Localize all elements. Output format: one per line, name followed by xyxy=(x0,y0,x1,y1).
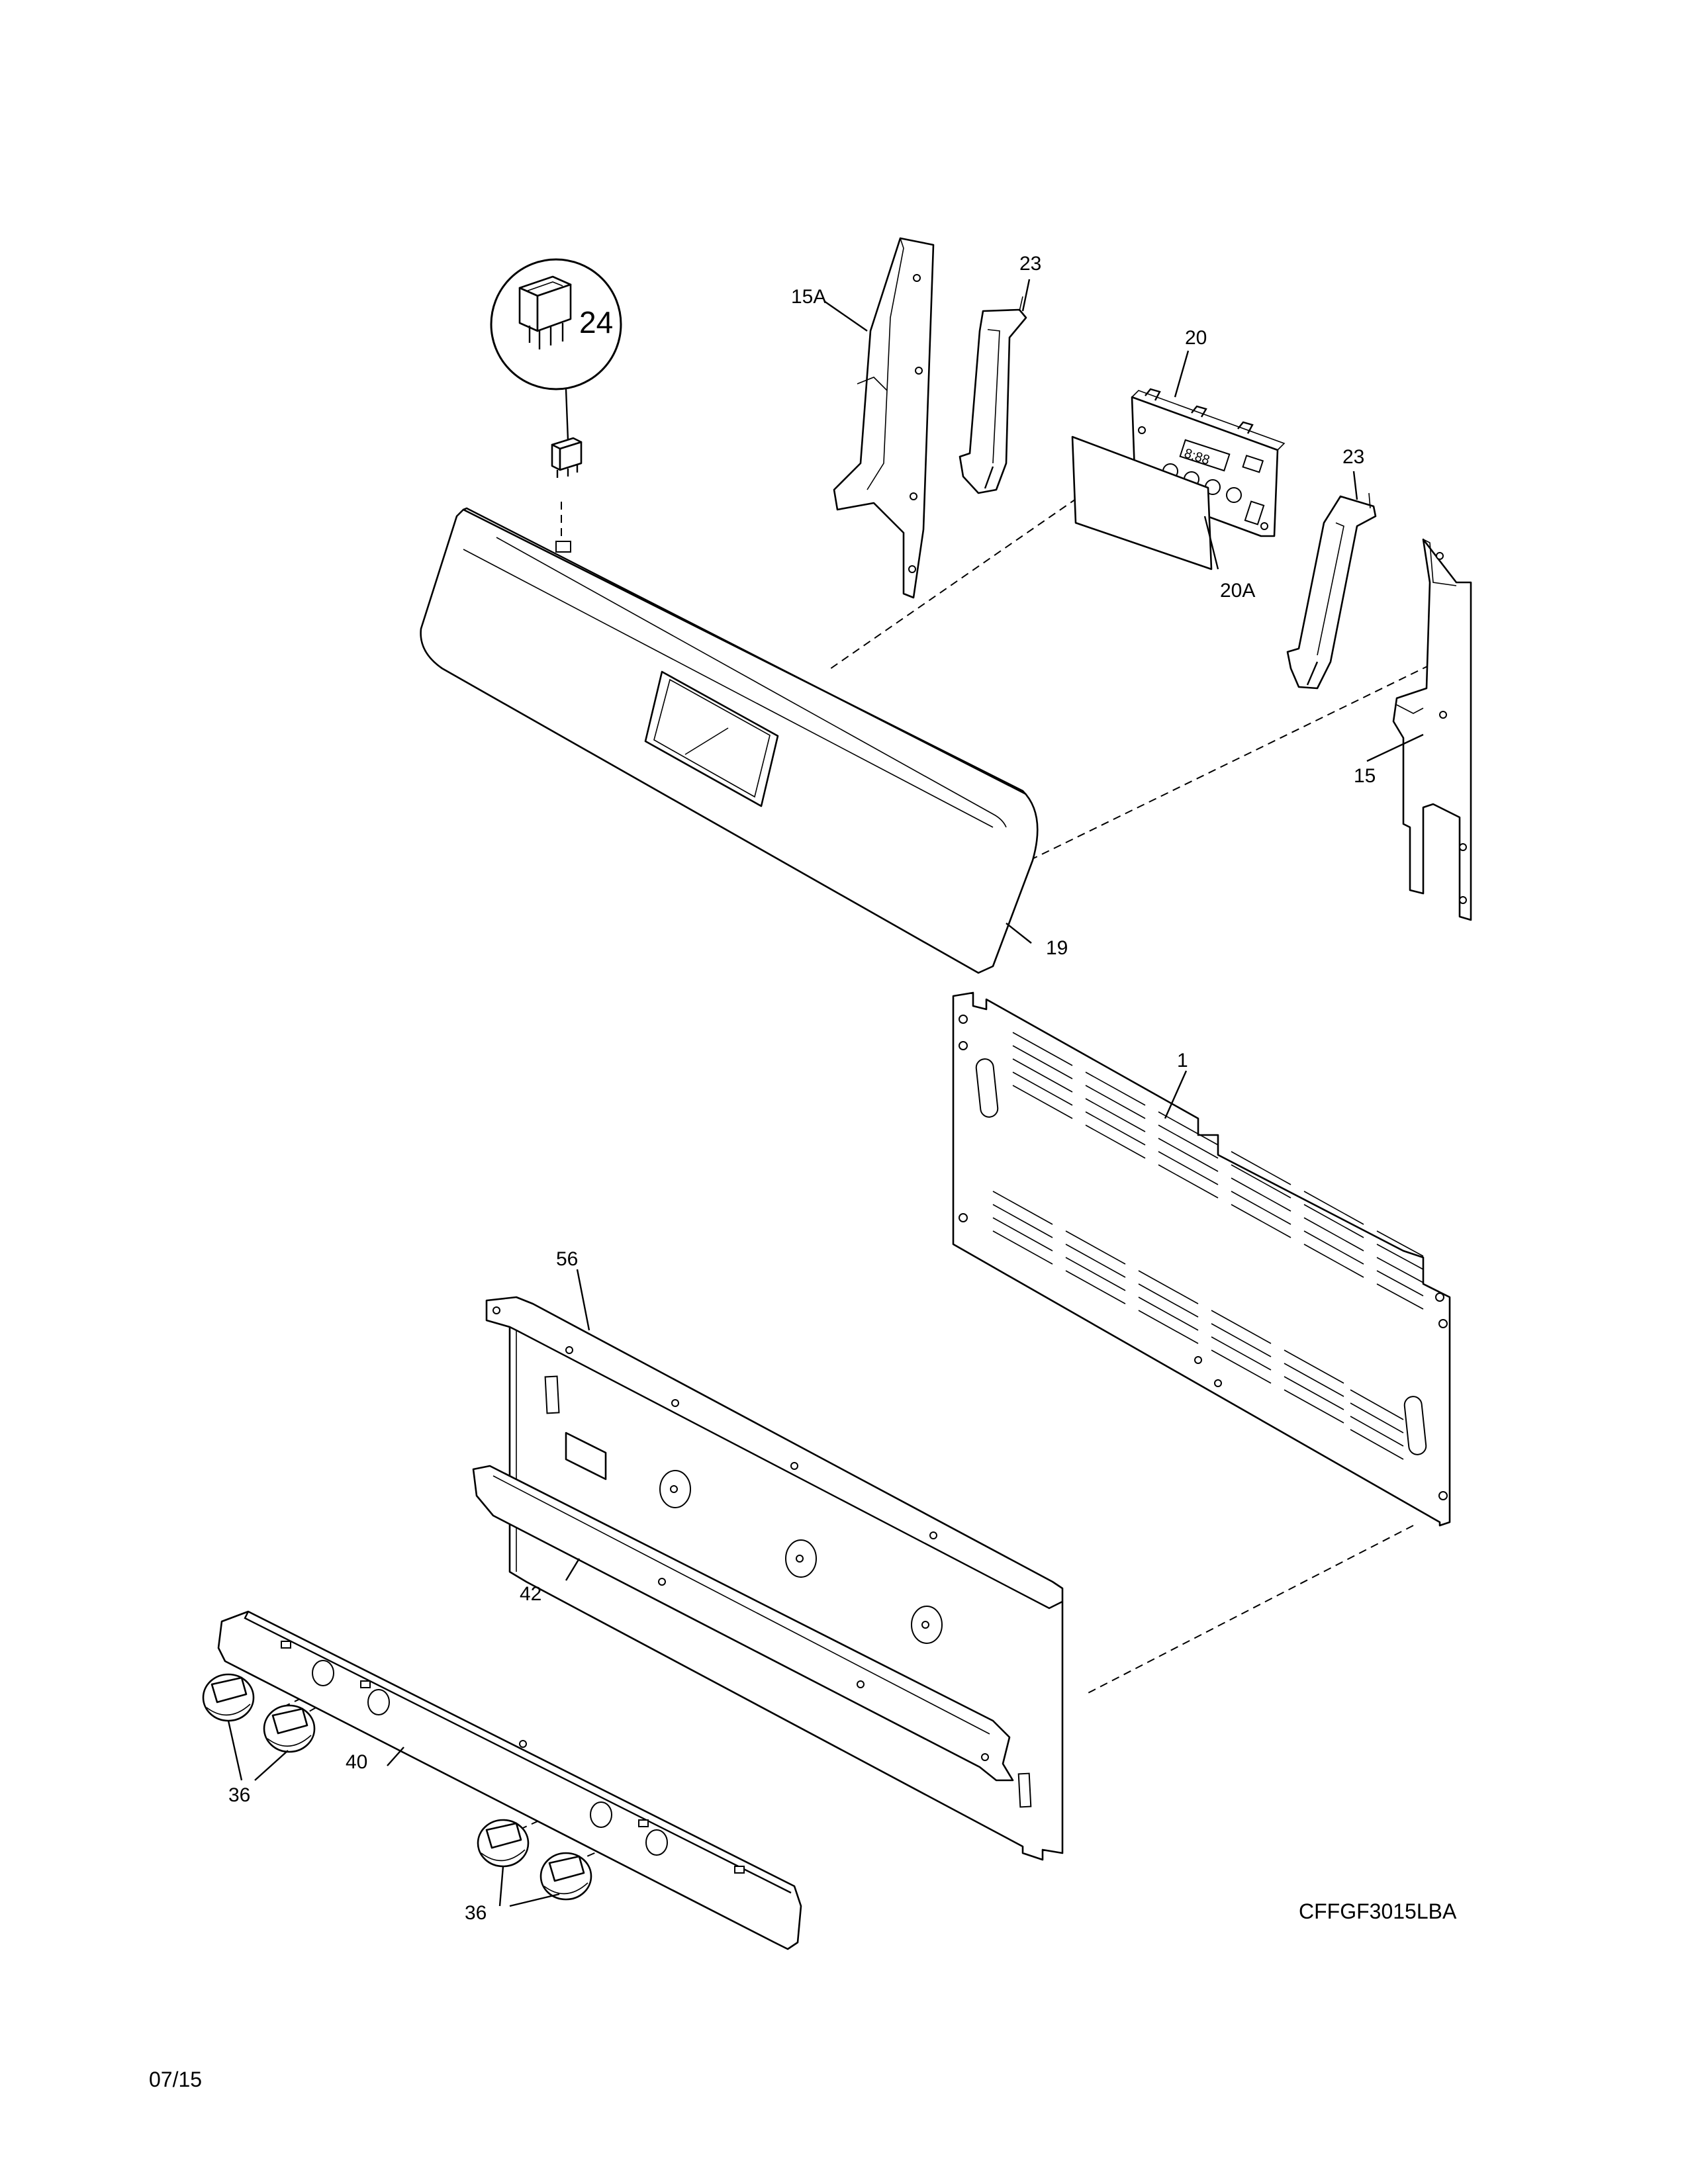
callout-40: 40 xyxy=(346,1751,367,1773)
louvres xyxy=(992,1032,1424,1460)
callout-56: 56 xyxy=(556,1248,578,1270)
callout-1: 1 xyxy=(1177,1050,1188,1071)
part-20a-overlay xyxy=(1071,435,1213,570)
part-42-trim xyxy=(472,1465,1014,1782)
callout-24: 24 xyxy=(579,305,613,340)
part-24-switch xyxy=(490,258,622,478)
callout-23-right: 23 xyxy=(1342,446,1364,468)
callout-20a: 20A xyxy=(1220,580,1255,602)
knob xyxy=(539,1852,592,1901)
callouts: 15A 23 20 23 20A 24 15 19 1 56 42 40 36 … xyxy=(228,253,1376,1924)
switch-slot xyxy=(555,541,571,553)
knob xyxy=(202,1673,255,1722)
part-23-right-bracket xyxy=(1286,492,1377,690)
callout-36-left: 36 xyxy=(228,1784,250,1806)
part-19-control-panel xyxy=(420,507,1039,974)
part-1-back-panel xyxy=(952,991,1451,1527)
model-number: CFFGF3015LBA xyxy=(1299,1899,1457,1923)
knob xyxy=(263,1704,316,1753)
leader-lines xyxy=(227,279,1424,1907)
part-23-left-bracket xyxy=(959,296,1027,494)
callout-23-left: 23 xyxy=(1019,253,1041,275)
callout-42: 42 xyxy=(520,1583,541,1605)
part-15a-bracket xyxy=(833,237,935,599)
revision-date: 07/15 xyxy=(149,2068,203,2091)
part-15-bracket xyxy=(1392,538,1472,921)
knob xyxy=(477,1819,530,1868)
callout-20: 20 xyxy=(1185,327,1207,349)
callout-19: 19 xyxy=(1046,937,1068,959)
callout-15: 15 xyxy=(1354,765,1376,787)
part-36-knobs xyxy=(202,1673,592,1901)
part-40-cover xyxy=(217,1610,802,1950)
callout-36-right: 36 xyxy=(465,1902,487,1924)
callout-15a: 15A xyxy=(791,286,826,308)
